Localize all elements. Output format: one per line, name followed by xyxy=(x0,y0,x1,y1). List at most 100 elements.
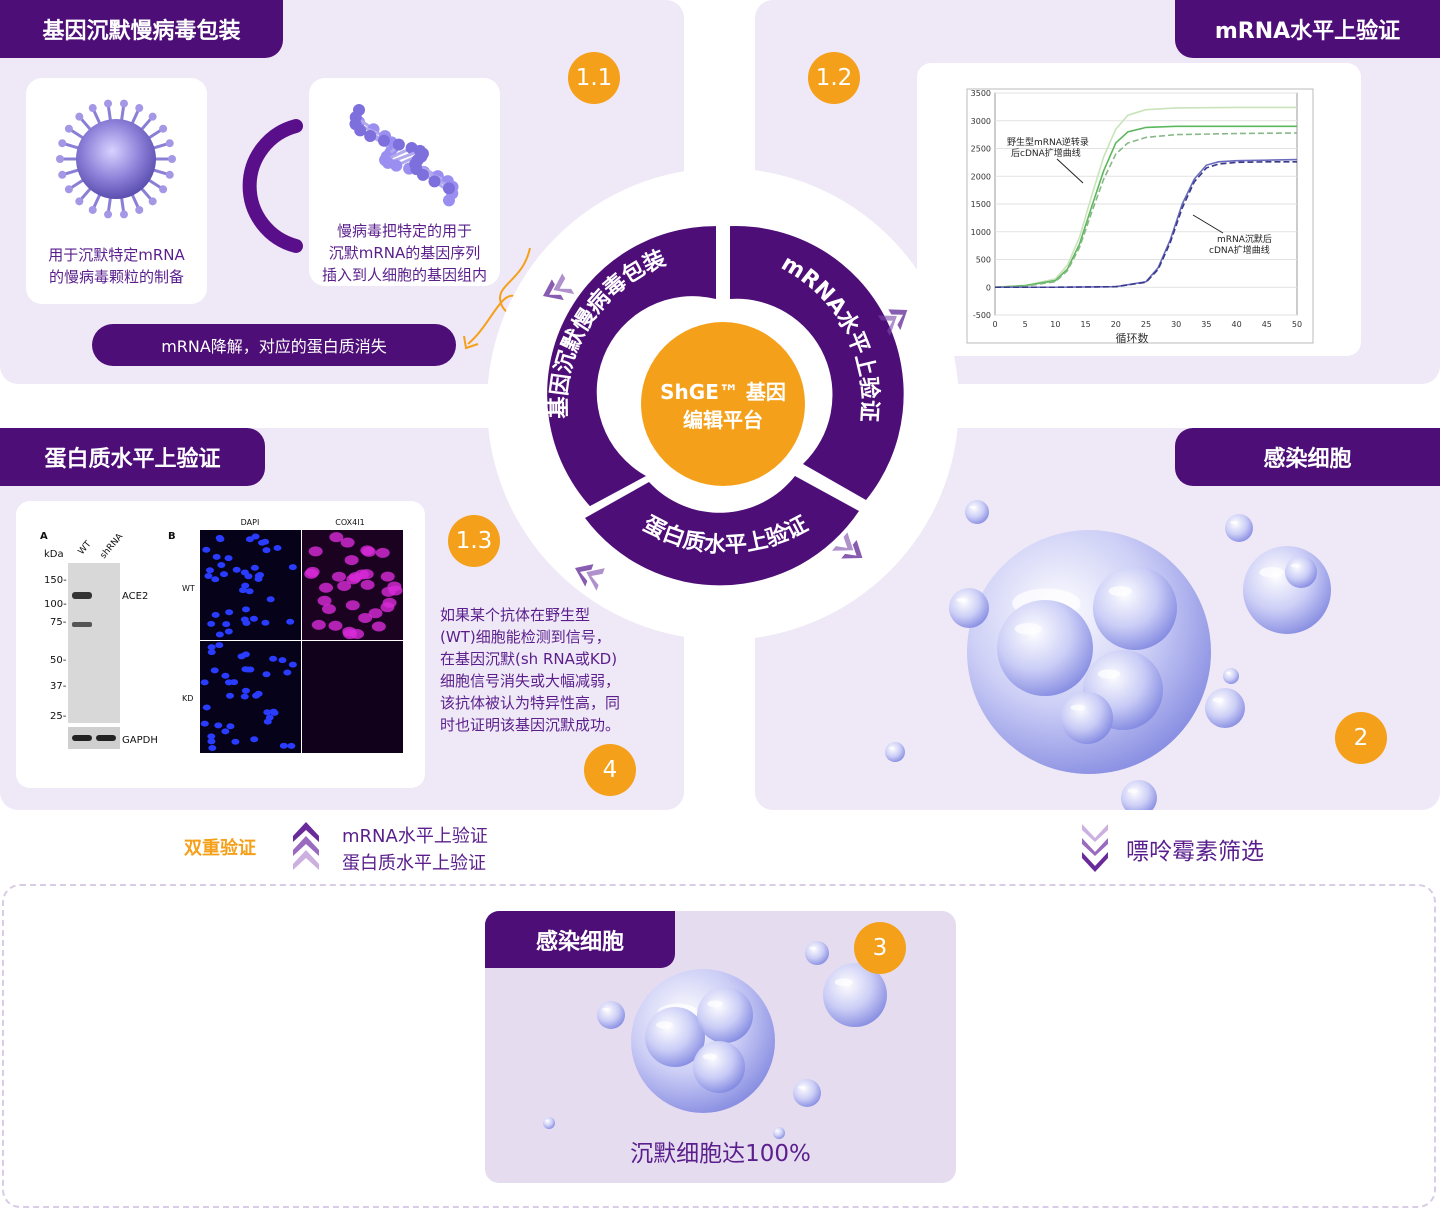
dna-caption-line-1: 慢病毒把特定的用于 xyxy=(336,222,472,240)
qpcr-ytick: 1500 xyxy=(971,200,991,209)
inner-vesicle-highlight xyxy=(707,1000,724,1008)
if-nucleus xyxy=(200,679,209,686)
virus-spike-tip xyxy=(56,155,64,163)
if-nucleus xyxy=(204,573,213,580)
blot-marker-37: 37- xyxy=(50,681,67,692)
desc-line-1: 如果某个抗体在野生型 xyxy=(440,606,591,624)
if-nucleus xyxy=(286,618,295,625)
virus-spike-tip xyxy=(168,155,176,163)
qpcr-xtick: 0 xyxy=(992,320,997,329)
inner-vesicle-highlight xyxy=(702,1053,718,1060)
if-nucleus xyxy=(221,672,230,679)
qpcr-xtick: 30 xyxy=(1171,320,1181,329)
virus-spike-tip xyxy=(58,170,67,179)
inner-vesicle-highlight xyxy=(1014,623,1042,635)
step-badge-2: 2 xyxy=(1335,712,1387,764)
blot-band-gapdh-kd xyxy=(96,735,116,741)
if-nucleus xyxy=(237,653,246,660)
if-nucleus xyxy=(215,642,224,649)
small-bubble xyxy=(885,742,905,762)
inner-vesicle-highlight xyxy=(1070,704,1086,711)
title-mrna-verify: mRNA水平上验证 xyxy=(1175,0,1440,58)
if-nucleus xyxy=(279,742,288,749)
blot-band-ace2-lower xyxy=(72,622,92,627)
qpcr-series-line xyxy=(995,161,1297,289)
if-nucleus xyxy=(288,564,297,571)
virus-spike-tip xyxy=(64,185,73,194)
small-bubble xyxy=(1225,514,1253,542)
center-title-line-1: ShGE™ 基因 xyxy=(660,380,786,404)
if-cox-signal xyxy=(319,582,334,593)
verify-protein-text: 蛋白质水平上验证 xyxy=(342,853,486,874)
if-nucleus xyxy=(205,567,214,574)
if-cox-signal xyxy=(344,555,359,566)
dna-node xyxy=(378,134,391,147)
if-nucleus xyxy=(250,736,259,743)
qpcr-ytick: -500 xyxy=(973,311,991,320)
title-lentivirus: 基因沉默慢病毒包装 xyxy=(0,0,283,58)
virus-spike-tip xyxy=(148,197,157,206)
step-badge-3: 3 xyxy=(854,922,906,974)
blot-panel-b: B xyxy=(168,531,176,542)
if-nucleus xyxy=(262,547,271,554)
if-cox-signal xyxy=(360,579,375,590)
silenced-cells-result: 沉默细胞达100% xyxy=(630,1141,811,1167)
western-blot-card: A kDa WT shRNA 150- 100- 75- 50- 37- 25-… xyxy=(16,501,425,788)
qpcr-ytick: 3500 xyxy=(971,89,991,98)
virus-spike-tip xyxy=(75,112,84,121)
dna-node xyxy=(392,138,405,151)
if-cox-signal xyxy=(337,580,352,591)
virus-card: 用于沉默特定mRNA 的慢病毒颗粒的制备 xyxy=(26,78,207,304)
qpcr-arrow-kd xyxy=(1192,214,1224,234)
qpcr-xtick: 45 xyxy=(1262,320,1272,329)
qpcr-annotation-wt-2: 后cDNA扩增曲线 xyxy=(1011,147,1081,159)
center-title-line-2: 编辑平台 xyxy=(683,408,763,432)
qpcr-ytick: 2000 xyxy=(971,172,991,181)
inner-vesicle xyxy=(1093,566,1177,650)
virus-spike-tip xyxy=(104,99,113,108)
if-nucleus xyxy=(283,669,292,676)
qpcr-xtick: 50 xyxy=(1292,320,1302,329)
virus-spike-tip xyxy=(119,99,128,108)
qpcr-xlabel: 循环数 xyxy=(1116,332,1149,345)
blot-band-gapdh-wt xyxy=(72,735,92,741)
if-cox-signal xyxy=(317,595,332,606)
qpcr-xtick: 40 xyxy=(1232,320,1242,329)
qpcr-ytick: 0 xyxy=(986,283,991,292)
if-cox-signal xyxy=(321,603,336,614)
wheel-segment-packaging xyxy=(547,226,716,507)
dna-card: 慢病毒把特定的用于 沉默mRNA的基因序列 插入到人细胞的基因组内 xyxy=(309,78,500,286)
if-nucleus xyxy=(269,708,278,715)
if-nucleus xyxy=(207,733,216,740)
if-nucleus xyxy=(225,609,234,616)
qpcr-xtick: 25 xyxy=(1141,320,1151,329)
virus-caption-line-1: 用于沉默特定mRNA xyxy=(48,246,185,264)
small-bubble-highlight xyxy=(545,1119,549,1122)
virus-spike-tip xyxy=(88,205,97,214)
desc-line-5: 该抗体被认为特异性高，同 xyxy=(440,694,621,712)
dna-node xyxy=(390,159,403,172)
if-nucleus xyxy=(263,709,272,716)
dna-icon xyxy=(349,104,459,207)
chevron-left-bottom-icon xyxy=(575,564,605,591)
if-nucleus xyxy=(207,644,216,651)
dna-node xyxy=(364,129,377,142)
wheel-segment-mrna xyxy=(730,226,904,500)
if-cox-signal xyxy=(340,537,355,548)
if-nucleus xyxy=(200,720,209,727)
chevron-right-bottom-icon xyxy=(832,532,863,559)
if-row-kd: KD xyxy=(182,694,193,703)
if-cox-signal xyxy=(329,532,344,543)
if-nucleus xyxy=(251,533,260,540)
small-bubble xyxy=(805,941,829,965)
wheel-segment-protein xyxy=(585,476,859,586)
blot-lane-shrna: shRNA xyxy=(99,531,126,561)
if-nucleus xyxy=(262,671,271,678)
western-blot-figure: A kDa WT shRNA 150- 100- 75- 50- 37- 25-… xyxy=(40,518,403,753)
bracket-arc xyxy=(242,119,303,253)
if-nucleus xyxy=(224,628,233,635)
qpcr-xtick: 5 xyxy=(1023,320,1028,329)
if-nucleus xyxy=(215,631,224,638)
